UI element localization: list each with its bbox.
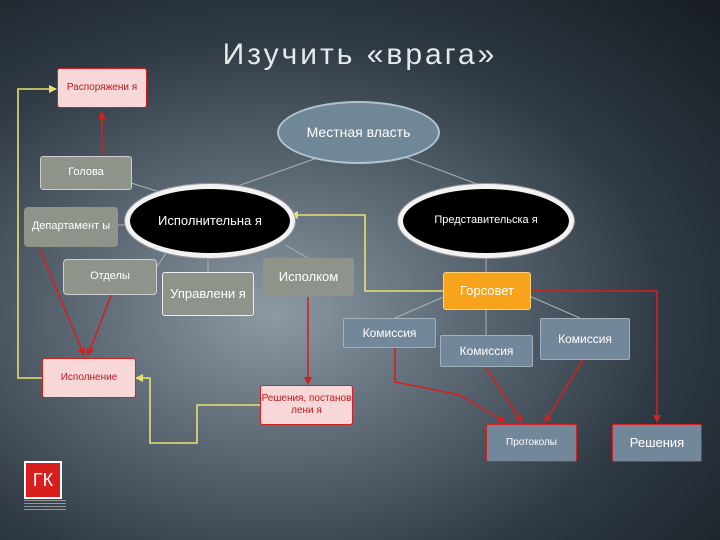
rasporyazheniya-box: Распоряжени я bbox=[57, 68, 147, 108]
wire-resheniya-to-ispolnenie bbox=[135, 374, 260, 444]
komissiya-box-3: Комиссия bbox=[540, 318, 630, 360]
golova-box: Голова bbox=[40, 156, 132, 190]
mestnaya-vlast-ellipse: Местная власть bbox=[277, 101, 440, 164]
upravleniya-box: Управлени я bbox=[162, 272, 254, 316]
wire-ispolnenie-to-rasporyazheniya bbox=[17, 85, 57, 379]
gorsovet-box: Горсовет bbox=[443, 272, 531, 310]
predstavitelskaya-ellipse: Представительска я bbox=[398, 184, 574, 258]
ispolnitelnaya-ellipse: Исполнительна я bbox=[125, 184, 295, 258]
yellow-wires bbox=[17, 85, 444, 444]
logo-caption-lines bbox=[24, 500, 66, 510]
arrow-kom3-to-protokoly bbox=[544, 359, 584, 423]
komissiya-box-1: Комиссия bbox=[343, 318, 436, 348]
gk-logo: ГК bbox=[24, 461, 62, 499]
arrow-dep-to-ispolnenie bbox=[39, 249, 85, 356]
arrow-otdely-to-ispolnenie bbox=[86, 292, 113, 356]
arrow-gorsovet-to-resheniya bbox=[532, 290, 661, 423]
departamenty-box: Департамент ы bbox=[24, 207, 118, 247]
ispolkom-box: Исполком bbox=[263, 258, 354, 296]
slide-title: Изучить «врага» bbox=[222, 38, 498, 71]
resheniya-postanovleniya-box: Решения, постановлени я bbox=[260, 385, 353, 425]
ispolnenie-box: Исполнение bbox=[42, 358, 136, 398]
red-arrows bbox=[39, 111, 661, 423]
arrow-kom1-to-protokoly bbox=[394, 348, 506, 423]
line-vlast-ispolnitelnaya bbox=[234, 156, 321, 188]
line-ispoln-ispolkom bbox=[284, 244, 309, 259]
arrow-kom2-to-protokoly bbox=[485, 367, 523, 423]
otdely-box: Отделы bbox=[63, 259, 157, 295]
resheniya-box: Решения bbox=[612, 424, 702, 462]
line-vlast-predstavitelskaya bbox=[404, 156, 486, 188]
logo-text: ГК bbox=[32, 469, 54, 490]
protokoly-box: Протоколы bbox=[486, 424, 577, 462]
komissiya-box-2: Комиссия bbox=[440, 335, 533, 367]
wire-gorsovet-to-ispolnitelnaya bbox=[290, 211, 444, 292]
